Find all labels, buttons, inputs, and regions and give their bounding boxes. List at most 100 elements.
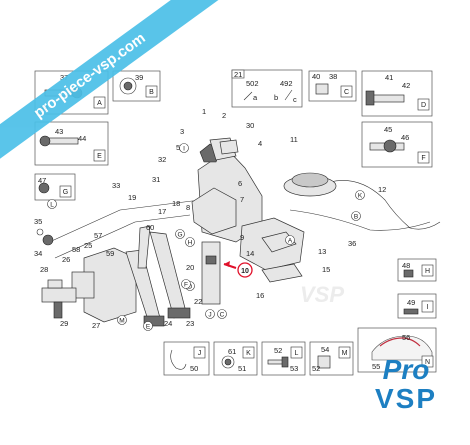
letter-circle-L [47,199,57,209]
part-label: 38 [329,72,337,81]
detail-box-C: 40 38 C [308,70,357,102]
part-label: 52 [274,346,282,355]
part-label: 49 [407,298,415,307]
highlighted-number: 10 [241,268,249,275]
letter-circle-K [355,190,365,200]
callout-number-22: 22 [194,297,202,306]
part-label: 56 [402,333,410,342]
callout-number-36: 36 [348,239,356,248]
callout-number-7: 7 [240,195,244,204]
part-label: 43 [55,127,63,136]
detail-box-D: 41 42 D [361,70,433,117]
callout-number-17: 17 [158,207,166,216]
letter-label-F: F [184,281,188,288]
background-watermark: VSP [300,282,344,307]
detail-box-21: 21 502 492 a b c [231,69,303,108]
letter-circle-H [185,237,195,247]
callout-number-31: 31 [152,175,160,184]
letter-circle-B [351,211,361,221]
letter-circle-E [143,321,153,331]
part-label: 39 [135,73,143,82]
callout-number-24: 24 [164,319,172,328]
letter-label-D: D [188,283,193,290]
letter-circle-G [175,229,185,239]
letter-circle-F [181,279,191,289]
callout-number-13: 13 [318,247,326,256]
letter-circle-C [217,309,227,319]
callout-number-60: 60 [146,223,154,232]
part-label: 55 [372,362,380,371]
box-letter: C [344,89,349,96]
part-label: 44 [78,134,86,143]
callout-number-26: 26 [62,255,70,264]
callout-number-58: 58 [72,245,80,254]
detail-box-G: 47 G [34,173,76,201]
callout-number-6: 6 [238,179,242,188]
box-letter: H [425,268,430,275]
letter-label-G: G [177,231,182,238]
letter-label-M: M [119,317,124,324]
box-letter: B [149,89,154,96]
callout-number-14: 14 [246,249,254,258]
callout-number-16: 16 [256,291,264,300]
callout-number-30: 30 [246,121,254,130]
part-label: 41 [385,73,393,82]
part-label: 46 [401,133,409,142]
box-letter: L [295,350,299,357]
callout-number-25: 25 [84,241,92,250]
pro-vsp-logo: Pro VSP [356,356,456,426]
callout-number-35: 35 [34,217,42,226]
main-assembly [36,137,441,327]
value-label: a [253,93,258,102]
callout-number-3: 3 [180,127,184,136]
box-letter: D [421,102,426,109]
letter-label-A: A [288,237,293,244]
letter-label-E: E [146,323,151,330]
callout-number-20: 20 [186,263,194,272]
callout-number-11: 11 [290,135,298,144]
box-letter: N [425,359,430,366]
letter-label-J: J [208,311,211,318]
callout-number-12: 12 [378,185,386,194]
letter-label-C: C [220,311,225,318]
part-label: 42 [402,81,410,90]
detail-box-F: 45 46 F [361,121,433,168]
value-label: 492 [280,79,293,88]
part-label: 47 [38,176,46,185]
callout-number-59: 59 [106,249,114,258]
part-label: 51 [238,364,246,373]
callout-number-32: 32 [158,155,166,164]
part-label: 40 [312,72,320,81]
callout-number-29: 29 [60,319,68,328]
callout-number-9: 9 [240,233,244,242]
letter-circle-A [285,235,295,245]
letter-circle-J [205,309,215,319]
letter-label-B: B [354,213,358,220]
letter-circle-M [117,315,127,325]
callout-number-4: 4 [258,139,262,148]
part-label: 48 [402,261,410,270]
box-letter: G [63,189,68,196]
letter-label-L: L [50,201,54,208]
detail-box-N: 56 55 N [357,327,437,373]
detail-box-K: 61 51 K [213,341,258,376]
part-label: 50 [190,364,198,373]
box-letter: E [97,153,102,160]
callout-number-28: 28 [40,265,48,274]
letter-circle-I [179,143,189,153]
part-label: 45 [384,125,392,134]
box-letter: J [198,350,202,357]
part-label: 52 [312,364,320,373]
value-label: 502 [246,79,259,88]
callout-number-2: 2 [222,111,226,120]
letter-label-H: H [188,239,193,246]
box-letter: M [342,350,348,357]
detail-box-M: 54 52 M [309,341,354,376]
part-label: 53 [290,364,298,373]
box-letter: K [246,350,251,357]
detail-box-L: 52 53 L [261,341,306,376]
logo-line-2: VSP [374,383,438,414]
detail-box-J: 50 J [163,341,210,376]
callout-number-18: 18 [172,199,180,208]
